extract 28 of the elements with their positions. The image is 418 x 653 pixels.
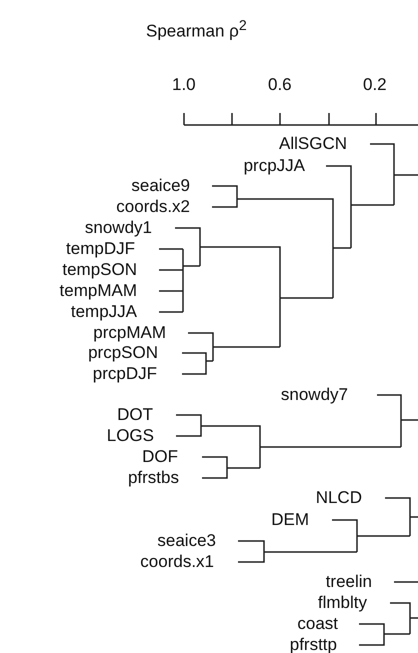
tick-label: 1.0 xyxy=(172,75,196,95)
leaf-label: tempSON xyxy=(62,260,137,280)
leaf-label: coords.x1 xyxy=(140,552,214,572)
leaf-label: snowdy1 xyxy=(84,218,152,238)
leaf-label: prcpSON xyxy=(88,343,158,363)
leaf-label: coords.x2 xyxy=(116,197,190,217)
leaf-label: DOF xyxy=(142,447,178,467)
leaf-label: prcpMAM xyxy=(93,323,166,343)
axis-title: Spearman ρ$^{2}$ xyxy=(146,17,247,42)
leaf-label: snowdy7 xyxy=(280,385,348,405)
leaf-label: NLCD xyxy=(316,488,362,508)
tick-label: 0.6 xyxy=(268,75,292,95)
leaf-label: DEM xyxy=(271,510,309,530)
leaf-label: LOGS xyxy=(106,426,154,446)
leaf-label: tempMAM xyxy=(60,281,137,301)
leaf-label: seaice3 xyxy=(157,531,216,551)
leaf-label: prcpDJF xyxy=(92,364,157,384)
leaf-label: coast xyxy=(297,614,338,634)
leaf-label: seaice9 xyxy=(131,176,190,196)
leaf-label: flmblty xyxy=(318,593,367,613)
leaf-label: tempJJA xyxy=(70,302,137,322)
leaf-label: tempDJF xyxy=(66,239,135,259)
leaf-label: prcpJJA xyxy=(244,156,305,176)
leaf-label: AllSGCN xyxy=(278,134,347,154)
leaf-label: treelin xyxy=(326,572,372,592)
tick-label: 0.2 xyxy=(363,75,387,95)
leaf-label: DOT xyxy=(117,405,153,425)
leaf-label: pfrstbs xyxy=(128,468,179,488)
